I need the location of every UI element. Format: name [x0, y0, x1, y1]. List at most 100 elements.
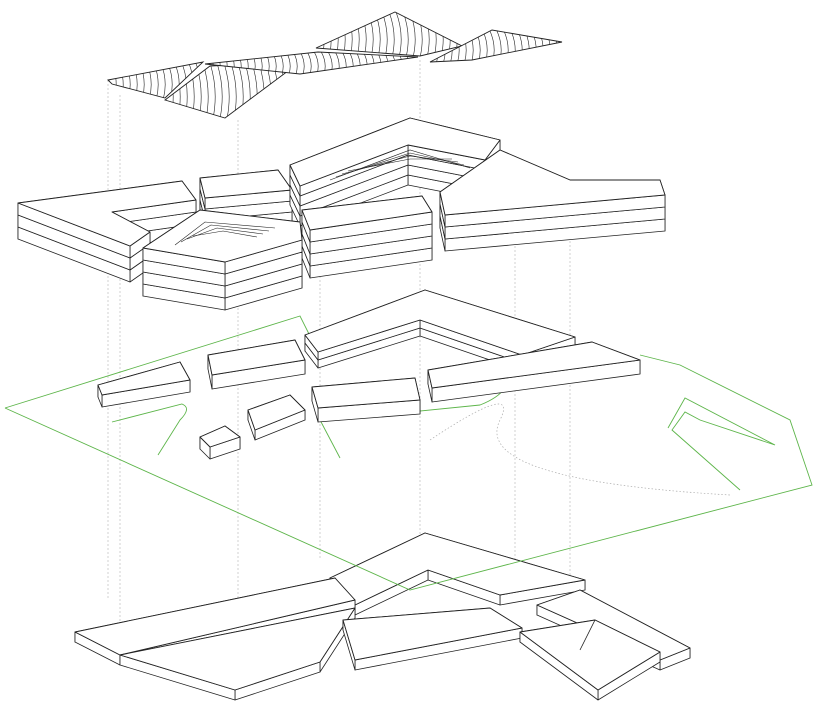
roof-hatch-line: [428, 12, 437, 56]
roof-hatch-line: [458, 30, 467, 62]
roof-hatch-line: [359, 52, 368, 74]
roof-hatch-line: [289, 52, 298, 74]
roof-hatch-line: [365, 12, 374, 56]
volume-top-face: [97, 361, 191, 396]
roof-hatch-line: [324, 52, 333, 74]
roof-hatch-line: [351, 12, 360, 56]
roof-outline: [107, 61, 205, 99]
foundation-slab: [119, 607, 356, 701]
foundation-slabs-layer: [74, 532, 691, 701]
roof-hatch-line: [393, 12, 402, 56]
volume-top-face: [17, 180, 197, 247]
roof-hatch-line: [379, 12, 388, 56]
roof-hatch-line: [261, 52, 270, 74]
upper-v-block-volume: [289, 117, 501, 227]
roof-hatch-line: [108, 62, 110, 98]
roof-hatch-line: [486, 30, 495, 62]
terrace-line: [174, 221, 276, 246]
volume-top-face: [342, 607, 523, 661]
roof-hatch-line: [472, 30, 481, 62]
volume-top-face: [311, 377, 421, 409]
foundation-slab: [342, 607, 523, 671]
roof-hatch-line: [129, 62, 138, 98]
roof-hatch-line: [226, 52, 235, 74]
terrace-line: [180, 224, 270, 243]
terrace-line: [347, 158, 452, 172]
roof-hatch-line: [358, 12, 367, 56]
roof-hatch-line: [240, 52, 249, 74]
roof-hatch-line: [372, 12, 381, 56]
foundation-slab: [329, 532, 586, 616]
roof-hatch-line: [500, 30, 509, 62]
roof-hatch-line: [465, 30, 474, 62]
roof-hatch-line: [528, 30, 537, 62]
volume-top-face: [439, 149, 666, 216]
roof-hatch-line: [275, 52, 284, 74]
roof-hatch-line: [556, 30, 562, 62]
roof-hatch-line: [254, 52, 263, 74]
terrace-line: [192, 230, 258, 238]
volume-top-face: [427, 341, 641, 389]
roof-hatch-line: [122, 62, 131, 98]
roof-hatch-line: [386, 12, 395, 56]
roof-hatch-line: [578, 25, 585, 67]
volume-top-face: [207, 339, 306, 376]
roof-hatch-line: [282, 52, 291, 74]
roof-hatch-line: [143, 62, 152, 98]
site-contour-line: [429, 403, 731, 496]
roof-hatch-line: [414, 12, 423, 56]
site-path-line: [111, 403, 187, 456]
building-volumes-layer: [17, 117, 666, 311]
roof-hatch-line: [571, 25, 578, 67]
roof-hatch-line: [493, 30, 502, 62]
volume-top-face: [519, 619, 661, 691]
site-landscape-line: [667, 397, 776, 491]
roof-hatch-line: [219, 52, 228, 74]
roof-hatch-line: [344, 12, 353, 56]
ground-block: [199, 425, 241, 460]
roof-outline: [429, 29, 563, 63]
roof-hatch-line: [233, 52, 242, 74]
volume-top-face: [74, 577, 356, 656]
roof-hatch-line: [88, 57, 95, 103]
ground-block: [207, 339, 306, 390]
roof-hatch-line: [352, 52, 361, 74]
roof-hatch-line: [171, 62, 180, 98]
site-boundary-line: [4, 315, 313, 409]
volume-top-face: [199, 425, 241, 448]
roof-hatch-line: [296, 52, 305, 74]
roof-hatch-line: [150, 62, 159, 98]
ground-block: [311, 377, 421, 423]
roof-hatch-line: [366, 52, 375, 74]
roof-hatch-line: [303, 52, 312, 74]
roof-hatch-line: [338, 52, 347, 74]
foundation-slab: [519, 619, 661, 701]
roof-hatch-line: [400, 12, 409, 56]
roof-hatch-line: [317, 52, 326, 74]
roof-hatch-line: [268, 52, 277, 74]
roof-hatch-line: [136, 62, 145, 98]
roof-hatch-line: [212, 52, 221, 74]
site-path-line: [319, 419, 341, 459]
roof-hatch-line: [115, 62, 124, 98]
volume-top-face: [301, 195, 433, 231]
roof-layer: [88, 11, 585, 119]
roof-hatch-line: [507, 30, 516, 62]
roof-hatch-line: [514, 30, 523, 62]
roof-hatch-line: [247, 52, 256, 74]
middle-front-volume: [301, 195, 433, 279]
roof-hatch-line: [164, 62, 173, 98]
slab-edge-line: [579, 619, 596, 651]
roof-hatch-line: [521, 30, 530, 62]
roof-hatch-line: [345, 52, 354, 74]
roof-hatch-line: [310, 52, 319, 74]
roof-hatch-line: [95, 57, 102, 103]
ground-block: [247, 394, 306, 441]
ground-level-volumes-layer: [97, 289, 641, 460]
roof-outline: [315, 11, 464, 57]
roof-hatch-line: [479, 30, 488, 62]
volume-top-face: [247, 394, 306, 431]
ground-block: [97, 361, 191, 408]
roof-hatch-line: [157, 62, 166, 98]
